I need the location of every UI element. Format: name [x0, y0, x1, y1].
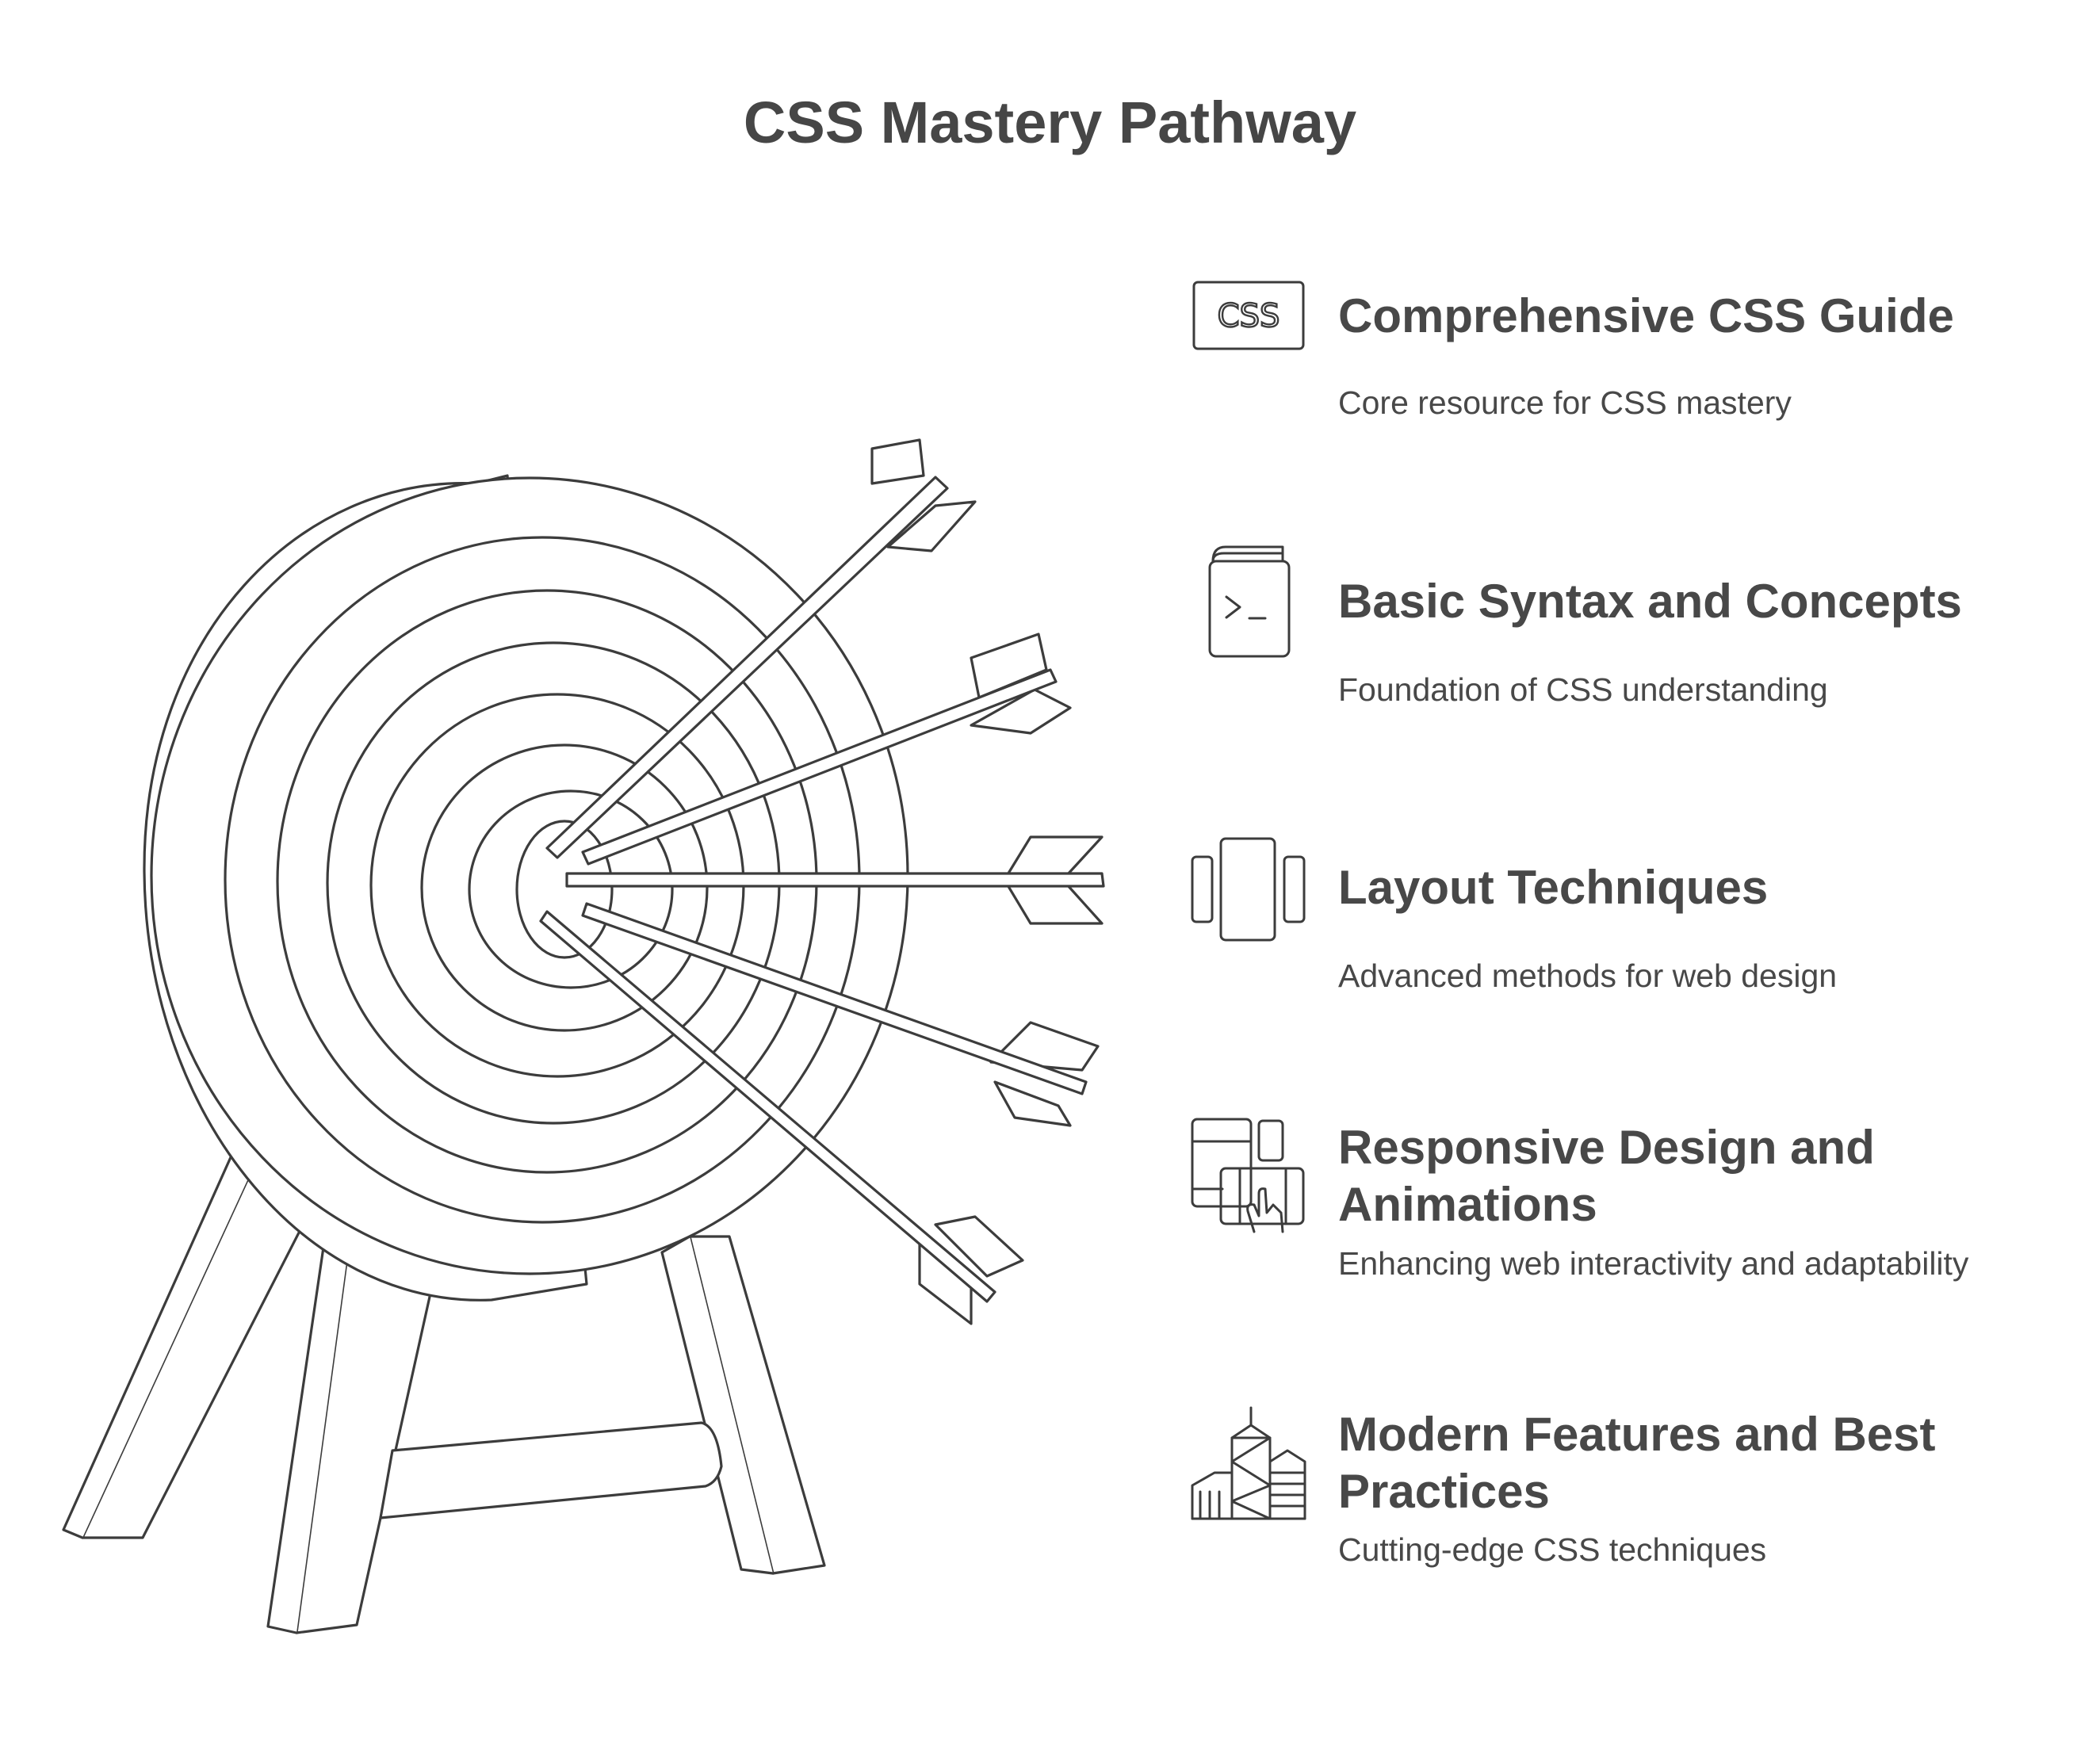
responsive-devices-icon	[1191, 1118, 1306, 1233]
page-title: CSS Mastery Pathway	[743, 90, 1357, 155]
item-title-comprehensive-css-guide: Comprehensive CSS Guide	[1338, 289, 1954, 342]
item-title-basic-syntax-and-concepts: Basic Syntax and Concepts	[1338, 575, 1962, 628]
item-title-layout-techniques: Layout Techniques	[1338, 861, 1769, 914]
arrows	[539, 438, 1105, 1325]
item-desc-comprehensive-css-guide: Core resource for CSS mastery	[1338, 384, 1792, 421]
item-desc-layout-techniques: Advanced methods for web design	[1338, 958, 1838, 994]
item-desc-modern-features-and-best-practices: Cutting-edge CSS techniques	[1338, 1531, 1767, 1568]
svg-text:CSS: CSS	[1218, 298, 1280, 334]
item-desc-basic-syntax-and-concepts: Foundation of CSS understanding	[1338, 671, 1828, 708]
easel-legs	[62, 1140, 826, 1634]
layout-columns-icon	[1191, 837, 1306, 942]
terminal-book-icon	[1207, 545, 1291, 659]
css-file-icon: CSS	[1192, 281, 1305, 350]
item-desc-responsive-design-and-animations: Enhancing web interactivity and adaptabi…	[1338, 1245, 1969, 1282]
archery-target-illustration	[62, 438, 1105, 1634]
item-title-responsive-design-and-animations: Responsive Design and Animations	[1338, 1121, 1875, 1231]
modern-buildings-icon	[1191, 1406, 1306, 1520]
target-board	[143, 474, 909, 1302]
item-title-modern-features-and-best-practices: Modern Features and Best Practices	[1338, 1408, 1936, 1518]
